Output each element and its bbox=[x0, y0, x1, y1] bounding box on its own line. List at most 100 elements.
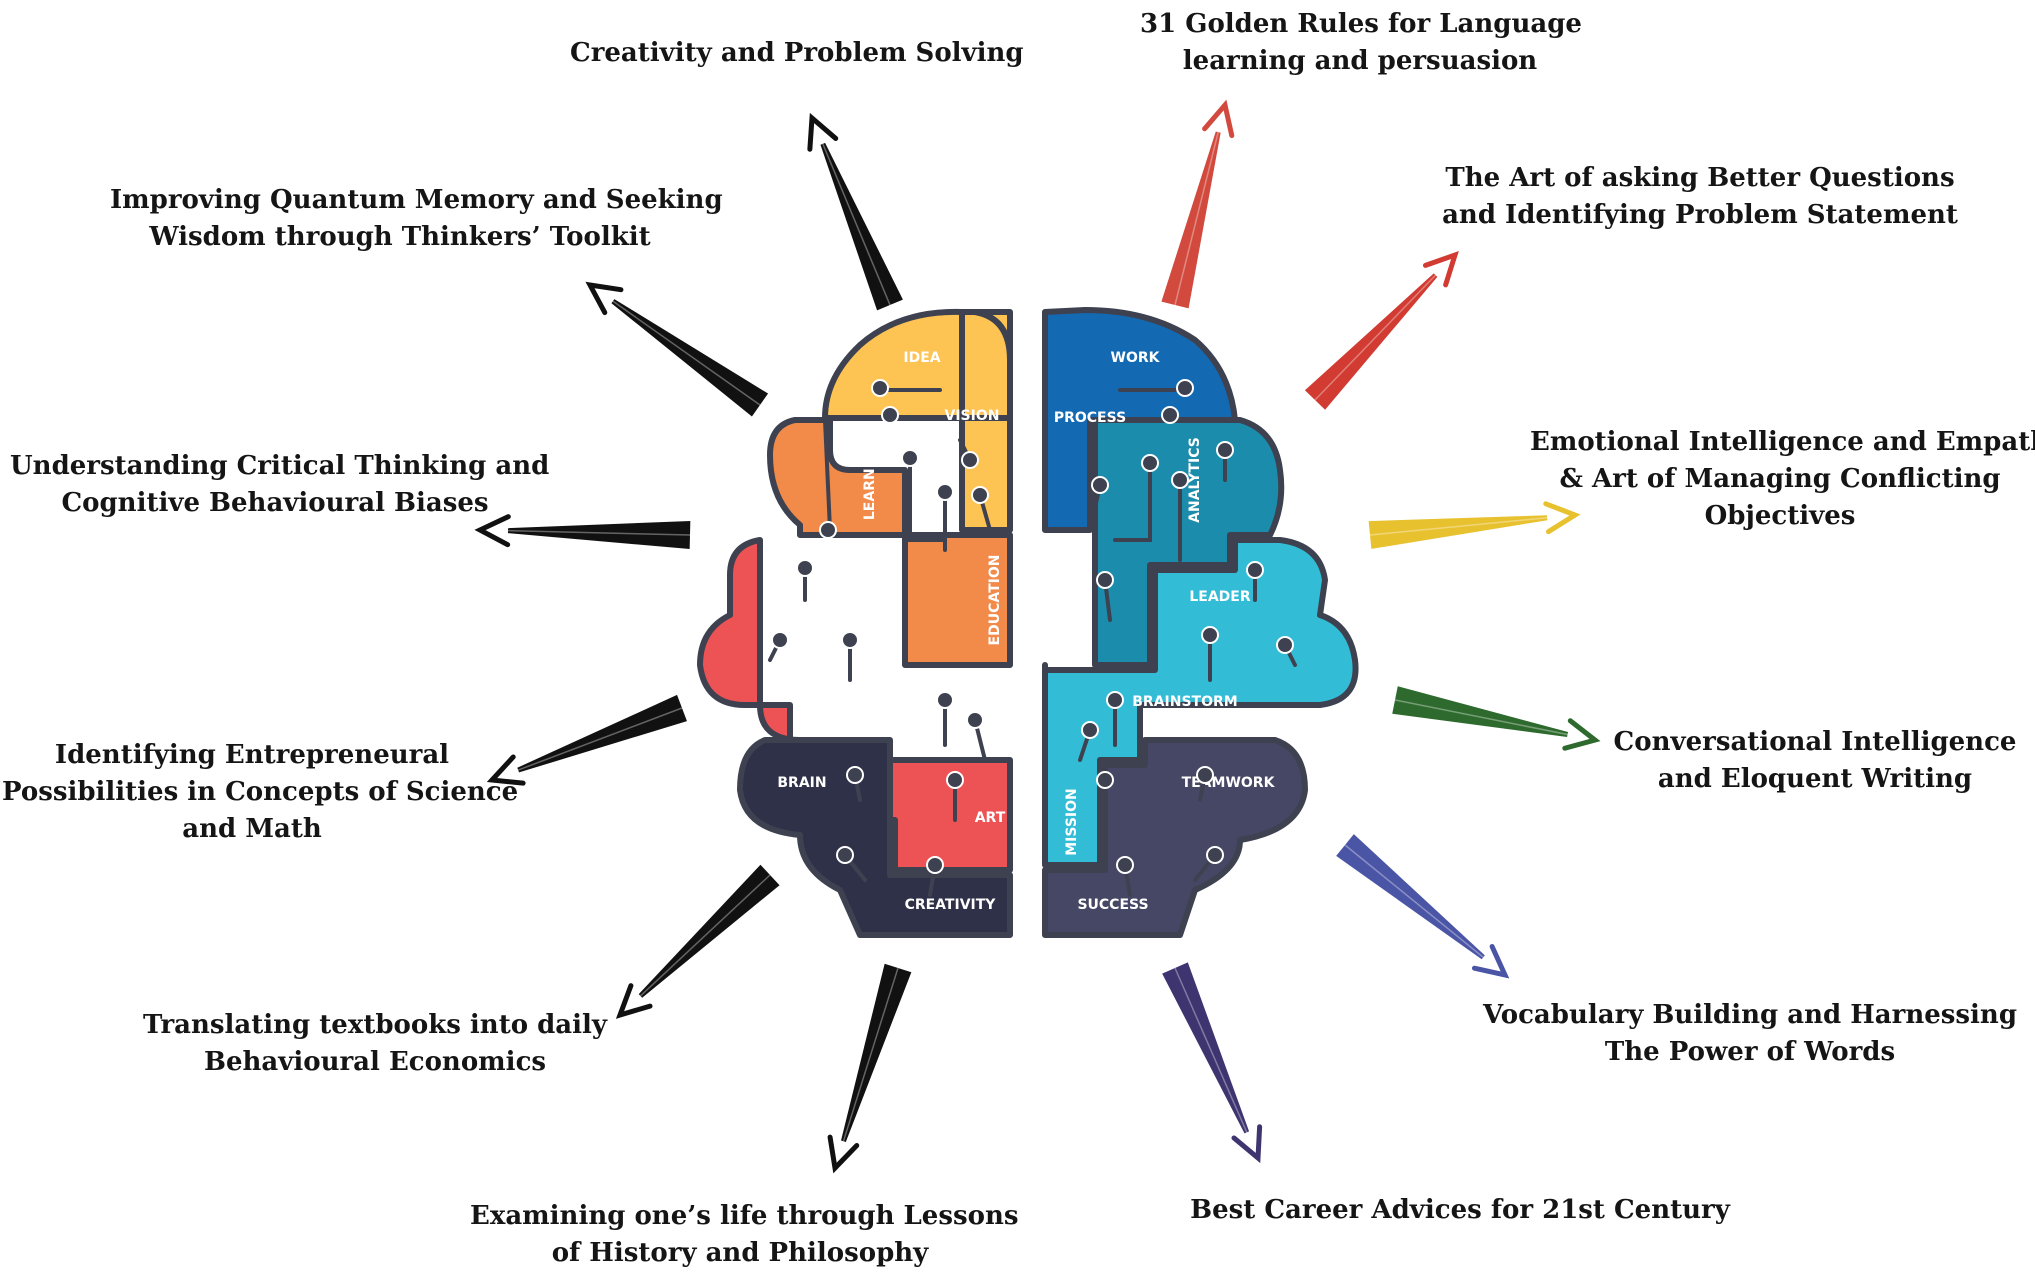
topic-line: Examining one’s life through Lessons bbox=[470, 1201, 1019, 1231]
topic-line: and Math bbox=[182, 814, 322, 844]
lobe-teal bbox=[1092, 417, 1285, 668]
topic-line: Improving Quantum Memory and Seeking bbox=[110, 185, 723, 215]
topic-line: Creativity and Problem Solving bbox=[570, 38, 1024, 68]
left-lobe-label: ART bbox=[975, 810, 1006, 826]
circuit-trace bbox=[1113, 463, 1152, 542]
topic-line: Behavioural Economics bbox=[203, 1047, 547, 1077]
arrow-shaft bbox=[507, 521, 691, 549]
right-lobe-label: ANALYTICS bbox=[1187, 437, 1203, 523]
arrow-texture bbox=[507, 529, 691, 536]
topic-critical-thinking: Understanding Critical Thinking and Cogn… bbox=[10, 448, 550, 522]
arrow-head bbox=[1471, 943, 1510, 979]
circuit-node bbox=[1206, 846, 1224, 864]
right-lobe-label: TEAMWORK bbox=[1182, 775, 1276, 791]
topic-line: Conversational Intelligence bbox=[1613, 727, 2017, 757]
arrow-texture bbox=[639, 874, 771, 997]
circuit-node bbox=[946, 771, 964, 789]
circuit-node bbox=[1081, 721, 1099, 739]
circuit-node bbox=[1171, 471, 1189, 489]
topic-line: of History and Philosophy bbox=[551, 1238, 929, 1268]
arrow-shaft bbox=[841, 963, 912, 1143]
arrow-texture bbox=[842, 967, 899, 1142]
topic-conversational-intelligence: Conversational Intelligence and Eloquent… bbox=[1590, 724, 2035, 798]
arrow-texture bbox=[1174, 967, 1248, 1133]
left-lobe-label: VISION bbox=[945, 408, 1000, 424]
arrow-shaft bbox=[820, 142, 903, 311]
circuit-node bbox=[846, 766, 864, 784]
arrow-head bbox=[474, 514, 511, 548]
right-lobe-label: BRAINSTORM bbox=[1132, 694, 1237, 710]
topic-golden-rules: 31 Golden Rules for Language learning an… bbox=[1140, 6, 1582, 80]
topic-line: Vocabulary Building and Harnessing bbox=[1482, 1000, 2018, 1030]
lobe-slate bbox=[1042, 737, 1308, 938]
right-lobe-label: LEADER bbox=[1189, 589, 1251, 605]
circuit-node bbox=[1246, 561, 1264, 579]
topic-line: and Identifying Problem Statement bbox=[1442, 200, 1958, 230]
arrow-head bbox=[827, 1134, 860, 1174]
lobe-cyan bbox=[1042, 537, 1359, 868]
circuit-node bbox=[1096, 571, 1114, 589]
arrow-shaft bbox=[1161, 131, 1221, 309]
circuit-node bbox=[1106, 691, 1124, 709]
circuit-node bbox=[936, 691, 954, 709]
left-lobe-label: LEARNING bbox=[862, 440, 878, 520]
circuit-node bbox=[819, 521, 837, 539]
arrow-shaft bbox=[1162, 962, 1250, 1134]
right-lobe-label: WORK bbox=[1111, 350, 1161, 366]
arrow-texture bbox=[1344, 844, 1484, 958]
right-lobe-label: SUCCESS bbox=[1077, 897, 1148, 913]
topic-line: The Art of asking Better Questions bbox=[1445, 163, 1955, 193]
right-lobe-label: BUSINESS bbox=[1067, 566, 1083, 644]
topic-line: learning and persuasion bbox=[1182, 46, 1538, 76]
topic-history-philosophy: Examining one’s life through Lessons of … bbox=[470, 1198, 1019, 1272]
circuit-trace bbox=[823, 418, 832, 532]
topic-line: Understanding Critical Thinking and bbox=[10, 451, 550, 481]
topic-career-advices: Best Career Advices for 21st Century bbox=[1180, 1192, 1740, 1229]
lobe-yellow bbox=[822, 308, 1013, 533]
arrow-shaft bbox=[1368, 515, 1548, 549]
topic-line: Emotional Intelligence and Empathy bbox=[1530, 427, 2035, 457]
circuit-node bbox=[961, 451, 979, 469]
circuit-node bbox=[1091, 476, 1109, 494]
circuit-node bbox=[771, 631, 789, 649]
topic-creativity: Creativity and Problem Solving bbox=[570, 35, 1024, 72]
arrow-shaft bbox=[1336, 834, 1485, 960]
topic-line: and Eloquent Writing bbox=[1657, 764, 1973, 794]
circuit-node bbox=[881, 406, 899, 424]
circuit-nodes-group bbox=[768, 379, 1297, 897]
circuit-node bbox=[901, 449, 919, 467]
circuit-trace bbox=[908, 458, 947, 542]
left-lobe-label: IDEA bbox=[903, 350, 940, 366]
arrow-head bbox=[1543, 501, 1581, 535]
arrow-texture bbox=[1369, 516, 1548, 536]
arrow-shaft bbox=[638, 864, 780, 998]
circuit-node bbox=[971, 486, 989, 504]
circuit-node bbox=[1141, 454, 1159, 472]
right-hemisphere bbox=[1042, 307, 1359, 938]
lobe-navy bbox=[737, 737, 1013, 938]
left-hemisphere bbox=[697, 308, 1013, 938]
topic-quantum-memory: Improving Quantum Memory and Seeking Wis… bbox=[110, 182, 723, 256]
arrow-shaft bbox=[1304, 273, 1438, 410]
circuit-node bbox=[926, 856, 944, 874]
arrows-group bbox=[474, 99, 1601, 1174]
arrow-texture bbox=[1174, 131, 1219, 306]
circuit-node bbox=[966, 711, 984, 729]
circuit-node bbox=[936, 483, 954, 501]
circuit-node bbox=[1116, 856, 1134, 874]
arrow-texture bbox=[612, 300, 761, 406]
topic-better-questions: The Art of asking Better Questions and I… bbox=[1440, 160, 1960, 234]
circuit-node bbox=[1276, 636, 1294, 654]
left-lobe-label: CREATIVITY bbox=[905, 897, 997, 913]
lobe-orange bbox=[767, 417, 1013, 668]
circuit-node bbox=[1161, 406, 1179, 424]
topic-line: Wisdom through Thinkers’ Toolkit bbox=[149, 222, 651, 252]
topic-line: Possibilities in Concepts of Science bbox=[2, 777, 519, 807]
left-lobe-label: BRAIN bbox=[777, 775, 826, 791]
topic-line: Translating textbooks into daily bbox=[143, 1010, 607, 1040]
arrow-shaft bbox=[517, 694, 687, 773]
circuit-node bbox=[1176, 379, 1194, 397]
topic-entrepreneurial: Identifying Entrepreneural Possibilities… bbox=[2, 737, 519, 848]
